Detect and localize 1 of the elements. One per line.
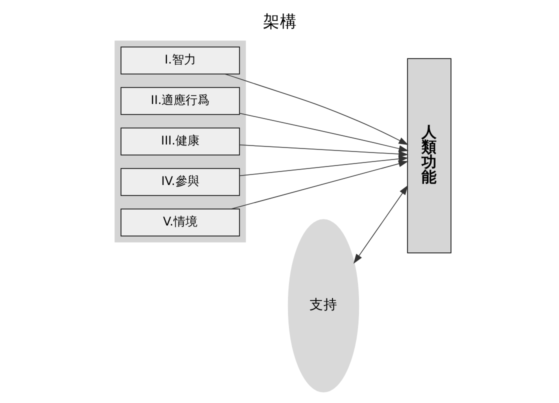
diagram-title: 架構 [262,12,296,32]
